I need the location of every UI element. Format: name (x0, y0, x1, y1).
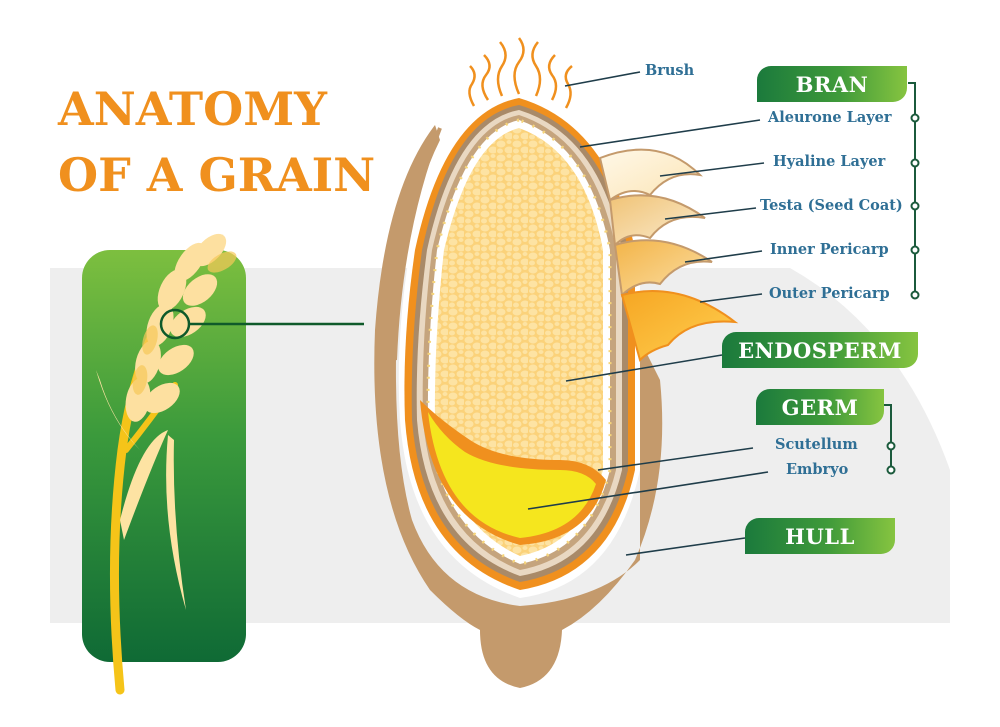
grain-cross-section (374, 37, 739, 688)
label-testa: Testa (Seed Coat) (760, 197, 903, 214)
title-line-1: ANATOMY (58, 82, 327, 136)
category-germ: GERM (756, 389, 884, 425)
brush-hairs (468, 37, 573, 109)
label-embryo: Embryo (786, 461, 849, 478)
outer-pericarp-flap (620, 290, 739, 362)
label-scutellum: Scutellum (775, 436, 858, 453)
bracket-connectors (884, 82, 920, 475)
category-endosperm: ENDOSPERM (722, 332, 918, 368)
hyaline-flap (598, 148, 703, 202)
label-inner-pericarp: Inner Pericarp (770, 241, 889, 258)
label-brush: Brush (645, 62, 695, 79)
category-bran: BRAN (757, 66, 907, 102)
embryo-shape (428, 412, 596, 538)
leader-lines (527, 71, 769, 556)
testa-flap (608, 194, 706, 248)
label-outer-pericarp: Outer Pericarp (769, 285, 890, 302)
wheat-panel (82, 250, 246, 662)
label-hyaline-layer: Hyaline Layer (773, 153, 886, 170)
category-hull: HULL (745, 518, 895, 554)
title-line-2: OF A GRAIN (58, 148, 376, 202)
inner-pericarp-flap (613, 239, 713, 298)
label-aleurone-layer: Aleurone Layer (768, 109, 892, 126)
